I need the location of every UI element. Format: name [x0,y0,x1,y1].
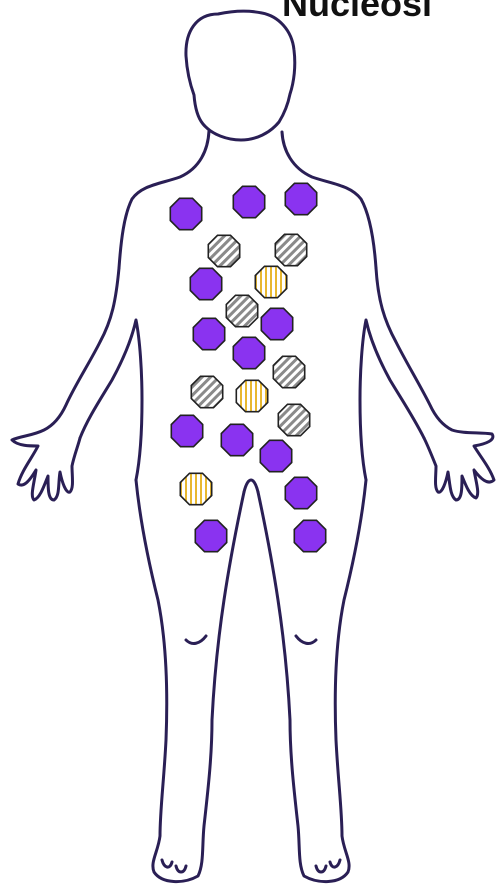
purple-octagon-icon [195,520,226,551]
right-inner-arm-outline [360,320,424,480]
purple-octagon-icon [221,424,252,455]
purple-octagon-icon [193,318,224,349]
purple-octagon-icon [285,477,316,508]
gray-diagonal-striped-octagon-icon [275,234,306,265]
left-leg-outline [136,480,244,882]
crotch-outline [244,480,258,492]
gray-diagonal-striped-octagon-icon [226,295,257,326]
token-layer [170,183,325,551]
purple-octagon-icon [261,308,292,339]
purple-octagon-icon [233,186,264,217]
right-knee-mark [296,636,316,643]
purple-octagon-icon [285,183,316,214]
left-knee-mark [186,636,206,643]
purple-octagon-icon [170,198,201,229]
purple-octagon-icon [171,415,202,446]
yellow-vertical-striped-octagon-icon [180,473,211,504]
purple-octagon-icon [294,520,325,551]
neck-shoulders-outline [119,131,209,268]
purple-octagon-icon [190,268,221,299]
left-arm-outline [12,268,119,500]
gray-diagonal-striped-octagon-icon [208,235,239,266]
gray-diagonal-striped-octagon-icon [273,356,304,387]
gray-diagonal-striped-octagon-icon [278,404,309,435]
yellow-vertical-striped-octagon-icon [255,266,286,297]
head-outline [186,11,295,140]
purple-octagon-icon [233,337,264,368]
left-inner-arm-outline [80,320,142,480]
left-toes [162,860,186,872]
purple-octagon-icon [260,440,291,471]
gray-diagonal-striped-octagon-icon [191,376,222,407]
yellow-vertical-striped-octagon-icon [236,380,267,411]
right-toes [316,860,340,872]
